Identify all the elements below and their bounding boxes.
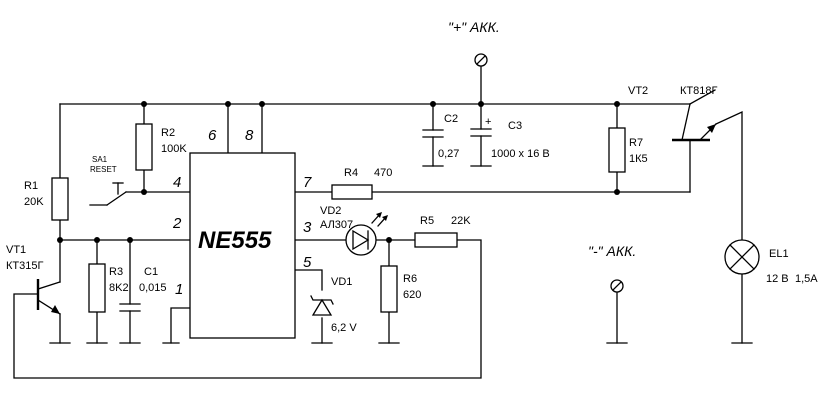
vt2-type: КТ818Г — [680, 85, 717, 97]
c3-ref: C3 — [508, 120, 522, 132]
vd1-value: 6,2 V — [331, 322, 357, 334]
wires — [13, 65, 743, 379]
r7-value: 1К5 — [629, 153, 648, 165]
resistor-r2: R2 100K — [135, 123, 187, 171]
r5-ref: R5 — [420, 215, 434, 227]
capacitor-c2: C2 0,27 — [422, 113, 459, 160]
resistor-r7: R7 1К5 — [608, 127, 648, 173]
led-vd2: VD2 АЛ307 — [320, 205, 388, 256]
r4-ref: R4 — [344, 167, 358, 179]
resistor-r4: R4 470 — [331, 167, 392, 200]
vt2-ref: VT2 — [628, 85, 648, 97]
r5-value: 22K — [451, 215, 471, 227]
r2-ref: R2 — [161, 127, 175, 139]
ic-name: NE555 — [198, 227, 272, 254]
sa1-name: RESET — [90, 165, 117, 174]
c3-value: 1000 x 16 B — [491, 148, 550, 160]
pin-3-label: 3 — [303, 219, 312, 236]
terminal-plus-label: "+" АКК. — [448, 19, 500, 35]
r1-value: 20K — [24, 196, 44, 208]
ic-ne555: NE555 6 8 4 2 1 7 3 5 — [172, 127, 312, 339]
terminal-plus: "+" АКК. — [448, 19, 500, 67]
r3-ref: R3 — [109, 266, 123, 278]
el1-current: 1,5А — [795, 273, 818, 285]
r2-value: 100K — [161, 143, 187, 155]
resistor-r6: R6 620 — [380, 265, 421, 313]
capacitor-c1: C1 0,015 — [119, 266, 167, 312]
switch-sa1: SA1 RESET — [90, 155, 127, 206]
el1-voltage: 12 В — [766, 273, 789, 285]
pin-4-label: 4 — [173, 174, 181, 191]
ground-stubs — [49, 165, 753, 344]
r7-ref: R7 — [629, 137, 643, 149]
vd1-ref: VD1 — [331, 276, 352, 288]
vt1-ref: VT1 — [6, 244, 26, 256]
pin-5-label: 5 — [303, 254, 312, 271]
pin-6-label: 6 — [208, 127, 217, 144]
r6-value: 620 — [403, 289, 421, 301]
c1-ref: C1 — [144, 266, 158, 278]
vd2-type: АЛ307 — [320, 219, 353, 231]
el1-ref: EL1 — [769, 248, 789, 260]
c2-ref: C2 — [444, 113, 458, 125]
r4-value: 470 — [374, 167, 392, 179]
junction-dots — [57, 101, 620, 243]
r1-ref: R1 — [24, 180, 38, 192]
lamp-el1: EL1 12 В 1,5А — [724, 239, 818, 285]
c3-polarity: + — [485, 116, 491, 128]
vd2-ref: VD2 — [320, 205, 341, 217]
sa1-ref: SA1 — [92, 155, 108, 164]
terminal-minus: "-" АКК. — [588, 243, 636, 293]
pin-2-label: 2 — [172, 215, 182, 232]
pin-1-label: 1 — [175, 281, 183, 298]
zener-vd1: VD1 6,2 V — [310, 276, 357, 334]
resistor-r3: R3 8K2 — [88, 263, 129, 313]
pin-8-label: 8 — [245, 127, 254, 144]
terminal-minus-label: "-" АКК. — [588, 243, 636, 259]
resistor-r5: R5 22K — [414, 215, 471, 248]
resistor-r1: R1 20K — [24, 177, 69, 221]
c1-value: 0,015 — [139, 282, 167, 294]
transistor-vt2: VT2 КТ818Г — [628, 85, 717, 142]
r6-ref: R6 — [403, 273, 417, 285]
c2-value: 0,27 — [438, 148, 459, 160]
r3-value: 8K2 — [109, 282, 129, 294]
transistor-vt1: VT1 КТ315Г — [6, 244, 61, 315]
pin-7-label: 7 — [303, 174, 312, 191]
capacitor-c3: + C3 1000 x 16 B — [470, 116, 550, 160]
vt1-type: КТ315Г — [6, 260, 43, 272]
